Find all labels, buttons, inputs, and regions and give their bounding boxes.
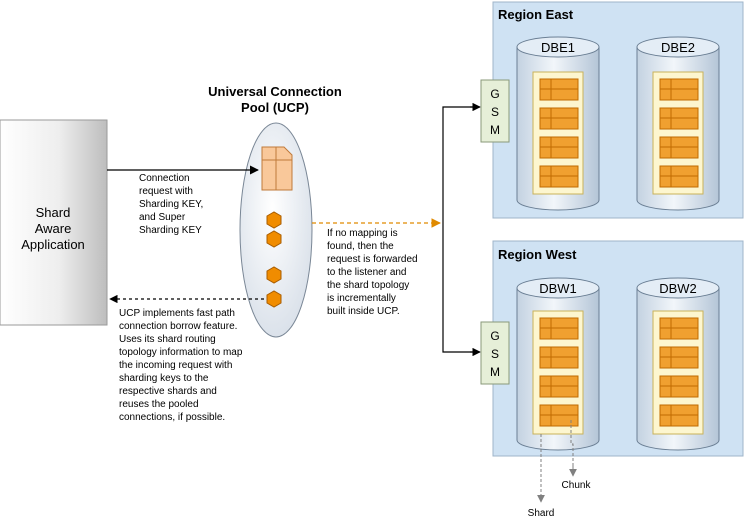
chunk-dbe2-4 [659, 165, 699, 188]
listener-routing-bracket [442, 102, 481, 357]
chunk-dbe2-2 [659, 107, 699, 130]
forward-note-line-3: request is forwarded [327, 254, 418, 265]
forward-note-line-7: built inside UCP. [327, 306, 400, 317]
forward-note-line-4: to the listener and [327, 267, 407, 278]
forward-note-line-2: found, then the [327, 241, 394, 252]
chunk-dbw2-2 [659, 346, 699, 369]
application-label-line-1: Shard [36, 205, 71, 220]
connection-request-note: Connection request with Sharding KEY, an… [139, 173, 203, 236]
dbe1-label: DBE1 [541, 40, 575, 55]
connection-request-line-3: Sharding KEY, [139, 199, 203, 210]
pooled-connection-icon-2 [266, 230, 282, 248]
chunk-dbe1-4 [539, 165, 579, 188]
database-dbw2: DBW2 [636, 277, 720, 451]
connection-request-line-2: request with [139, 186, 193, 197]
gsm-west: G S M [480, 321, 510, 385]
gsm-west-letter-g: G [490, 329, 499, 343]
chunk-dbw2-4 [659, 404, 699, 427]
dbe2-label: DBE2 [661, 40, 695, 55]
gsm-east-letter-m: M [490, 123, 500, 137]
chunk-dbe2-3 [659, 136, 699, 159]
chunk-dbe1-3 [539, 136, 579, 159]
connection-request-line-1: Connection [139, 173, 190, 184]
connection-request-icon [261, 146, 293, 191]
borrow-note-line-1: UCP implements fast path [119, 308, 235, 319]
chunk-pointer: Chunk [562, 420, 592, 491]
dbw2-label: DBW2 [659, 281, 697, 296]
forward-note-line-1: If no mapping is [327, 228, 398, 239]
ucp-title: Universal Connection Pool (UCP) [208, 84, 342, 115]
application-label-line-3: Application [21, 237, 85, 252]
gsm-west-letter-s: S [491, 347, 499, 361]
forward-note-line-5: the shard topology [327, 280, 409, 291]
chunk-label: Chunk [562, 480, 592, 491]
borrow-note-line-4: topology information to map [119, 347, 243, 358]
chunk-dbw2-3 [659, 375, 699, 398]
connection-request-line-5: Sharding KEY [139, 225, 202, 236]
gsm-east-letter-g: G [490, 87, 499, 101]
chunk-dbw1-4 [539, 404, 579, 427]
chunk-dbe2-1 [659, 78, 699, 101]
chunk-dbe1-2 [539, 107, 579, 130]
borrow-note-line-2: connection borrow feature. [119, 321, 237, 332]
forward-note: If no mapping is found, then the request… [327, 228, 418, 317]
gsm-east-letter-s: S [491, 105, 499, 119]
database-dbe2: DBE2 [636, 36, 720, 211]
chunk-dbw1-2 [539, 346, 579, 369]
ucp-pool [239, 122, 313, 338]
region-west-title: Region West [498, 247, 577, 262]
gsm-west-letter-m: M [490, 365, 500, 379]
borrow-note-line-7: respective shards and [119, 386, 217, 397]
pooled-connection-icon-3 [266, 266, 282, 284]
borrow-note-line-8: reuses the pooled [119, 399, 199, 410]
shard-pointer: Shard [528, 434, 555, 519]
application-label-line-2: Aware [35, 221, 72, 236]
borrow-feature-note: UCP implements fast path connection borr… [119, 308, 243, 423]
forward-note-line-6: is incrementally [327, 293, 396, 304]
ucp-title-line-2: Pool (UCP) [241, 100, 309, 115]
database-dbw1: DBW1 [516, 277, 600, 451]
chunk-dbw2-1 [659, 317, 699, 340]
chunk-dbe1-1 [539, 78, 579, 101]
region-east-title: Region East [498, 7, 574, 22]
ucp-title-line-1: Universal Connection [208, 84, 342, 99]
borrow-note-line-6: sharding keys to the [119, 373, 209, 384]
chunk-dbw1-3 [539, 375, 579, 398]
pooled-connection-icon-4 [266, 290, 282, 308]
chunk-dbw1-1 [539, 317, 579, 340]
shard-label: Shard [528, 508, 555, 519]
pooled-connection-icon-1 [266, 211, 282, 229]
borrow-note-line-9: connections, if possible. [119, 412, 225, 423]
database-dbe1: DBE1 [516, 36, 600, 211]
gsm-east: G S M [480, 79, 510, 143]
shard-aware-application: Shard Aware Application [0, 119, 108, 326]
borrow-note-line-5: the incoming request with [119, 360, 232, 371]
borrow-note-line-3: Uses its shard routing [119, 334, 216, 345]
dbw1-label: DBW1 [539, 281, 577, 296]
connection-request-line-4: and Super [139, 212, 186, 223]
